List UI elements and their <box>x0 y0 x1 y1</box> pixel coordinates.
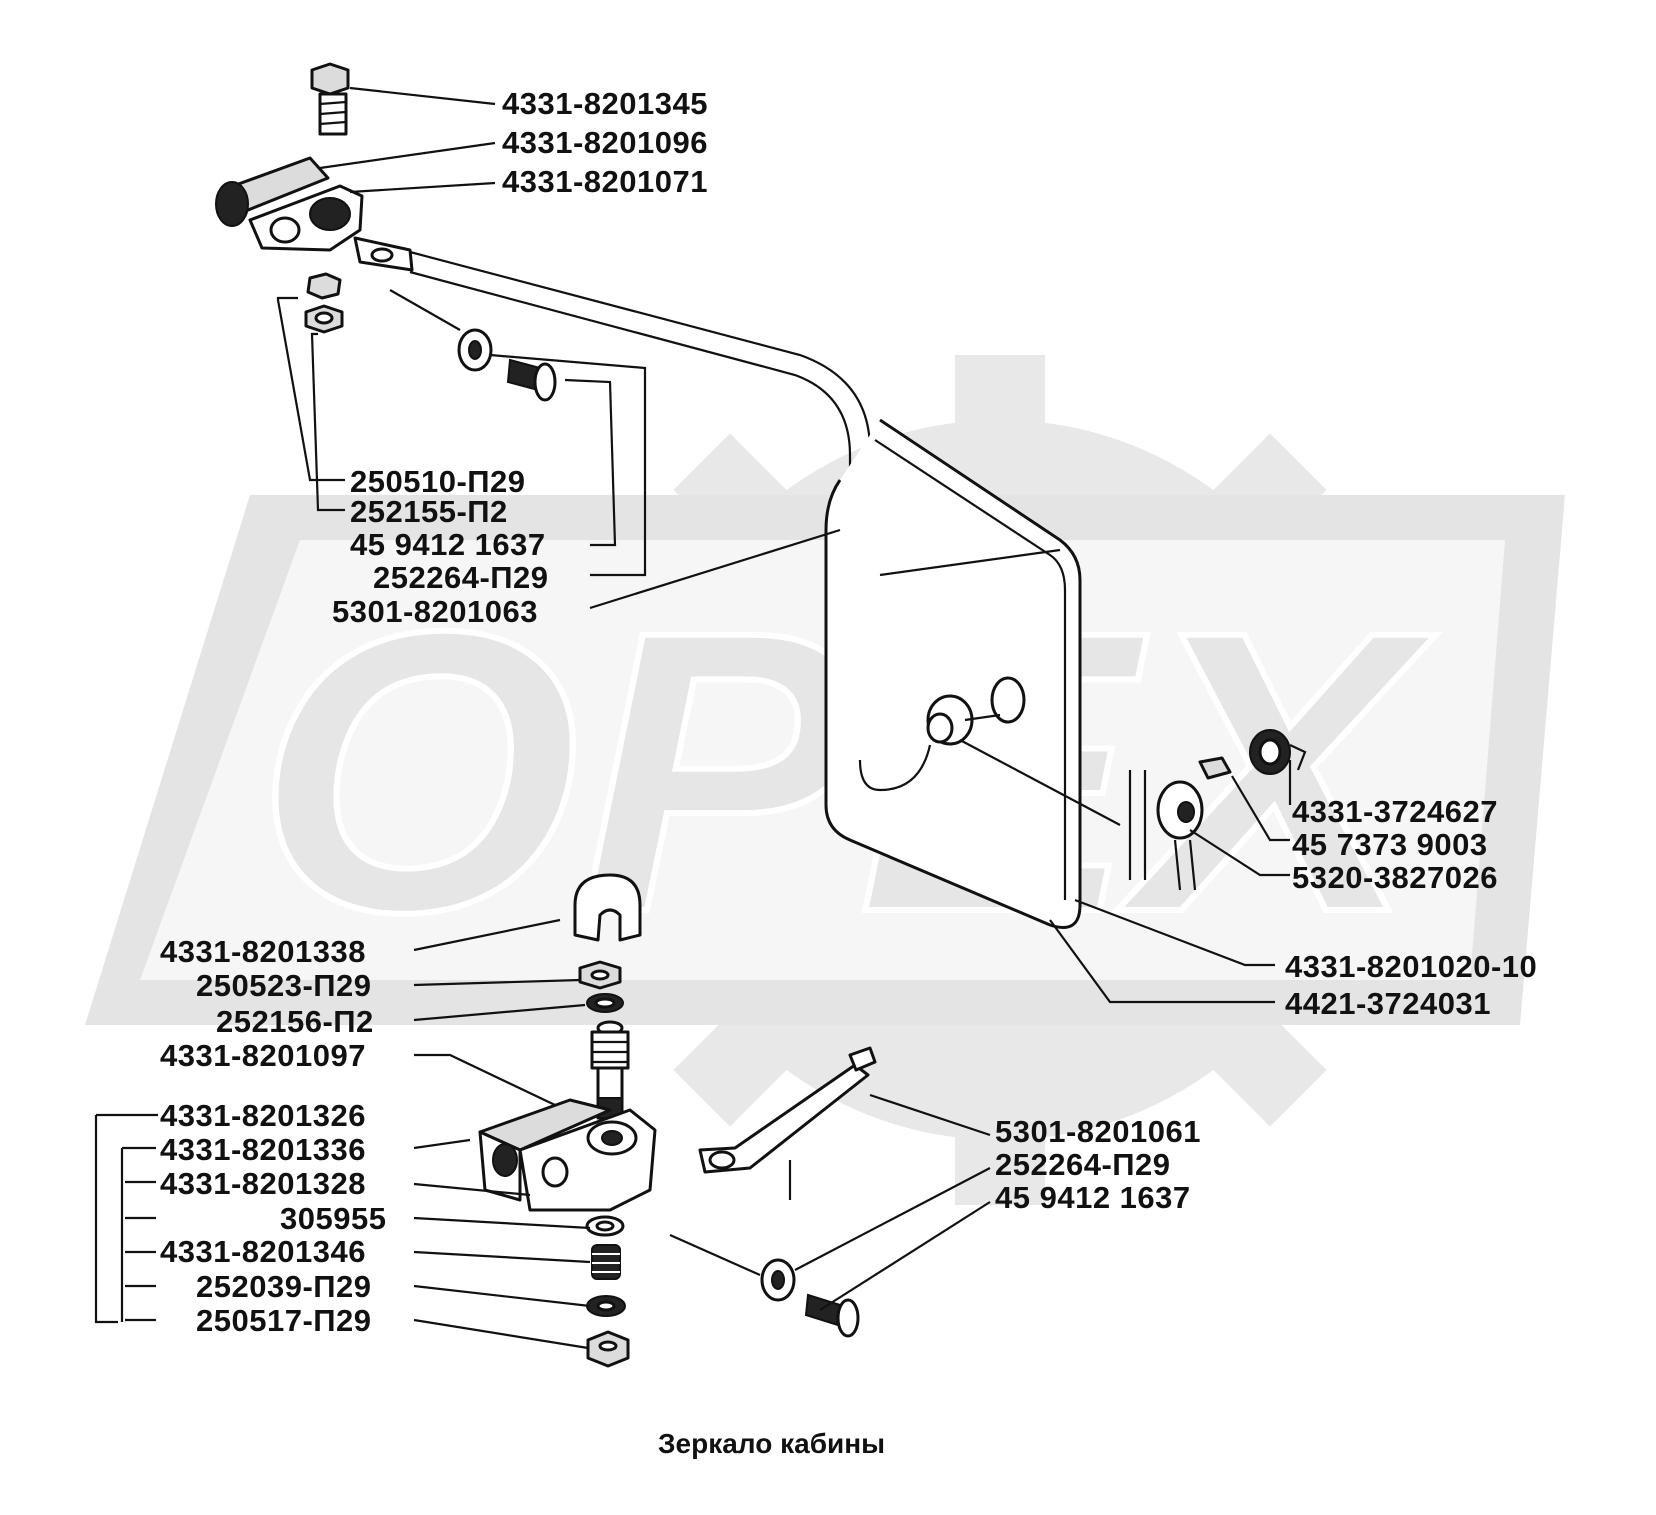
label-252264-p29-upper: 252264-П29 <box>373 560 549 595</box>
label-4331-8201096: 4331-8201096 <box>502 125 708 160</box>
watermark-band-inner <box>140 540 1505 980</box>
label-4331-8201338: 4331-8201338 <box>160 934 366 969</box>
lower-washer <box>586 993 624 1013</box>
label-4331-8201328: 4331-8201328 <box>160 1166 366 1201</box>
label-252039-p29: 252039-П29 <box>196 1269 372 1304</box>
label-4331-3724627: 4331-3724627 <box>1292 794 1498 829</box>
lower-cap <box>573 873 642 942</box>
label-252155-p2: 252155-П2 <box>350 494 508 529</box>
label-4331-8201346: 4331-8201346 <box>160 1234 366 1269</box>
label-5301-8201063: 5301-8201063 <box>332 594 538 629</box>
lower-washer-2 <box>585 1215 625 1237</box>
connector-switch <box>1156 756 1232 891</box>
lower-stud <box>590 1020 630 1120</box>
lamp-assembly <box>858 676 1147 880</box>
grommet-right <box>1249 729 1307 775</box>
label-4331-8201336: 4331-8201336 <box>160 1132 366 1167</box>
label-5320-3827026: 5320-3827026 <box>1292 860 1498 895</box>
watermark: ОРЕХ <box>85 355 1565 1205</box>
label-4331-8201345: 4331-8201345 <box>502 86 708 121</box>
label-250523-p29: 250523-П29 <box>196 968 372 1003</box>
label-4331-8201071: 4331-8201071 <box>502 164 708 199</box>
nuts-upper <box>304 272 344 334</box>
label-305955: 305955 <box>280 1201 386 1236</box>
brace-rod <box>698 1046 877 1200</box>
lower-nut <box>578 960 622 990</box>
diagram-caption: Зеркало кабины <box>658 1428 885 1459</box>
label-250517-p29: 250517-П29 <box>196 1303 372 1338</box>
label-45-9412-1637-upper: 45 9412 1637 <box>350 527 546 562</box>
lower-nut-2 <box>586 1330 630 1368</box>
label-252264-p29-lower: 252264-П29 <box>995 1147 1171 1182</box>
label-5301-8201061: 5301-8201061 <box>995 1114 1201 1149</box>
label-45-9412-1637-lower: 45 9412 1637 <box>995 1180 1191 1215</box>
upper-bracket <box>215 156 414 272</box>
part-labels: 4331-8201345 4331-8201096 4331-8201071 2… <box>160 86 1537 1338</box>
label-45-7373-9003: 45 7373 9003 <box>1292 827 1488 862</box>
mirror-body <box>824 418 1082 929</box>
lower-bracket <box>478 1098 657 1212</box>
lower-washer-3 <box>586 1295 626 1317</box>
bolt-top <box>310 62 350 136</box>
label-4331-8201326: 4331-8201326 <box>160 1098 366 1133</box>
label-4331-8201020-10: 4331-8201020-10 <box>1285 949 1537 984</box>
washer-screw-upper <box>457 328 557 402</box>
lower-spring <box>591 1244 621 1280</box>
label-252156-p2: 252156-П2 <box>216 1004 374 1039</box>
leader-lines <box>94 86 1292 1350</box>
washer-screw-lower <box>760 1258 860 1338</box>
label-4331-8201097: 4331-8201097 <box>160 1038 366 1073</box>
label-4421-3724031: 4421-3724031 <box>1285 986 1491 1021</box>
label-250510-p29: 250510-П29 <box>350 464 526 499</box>
